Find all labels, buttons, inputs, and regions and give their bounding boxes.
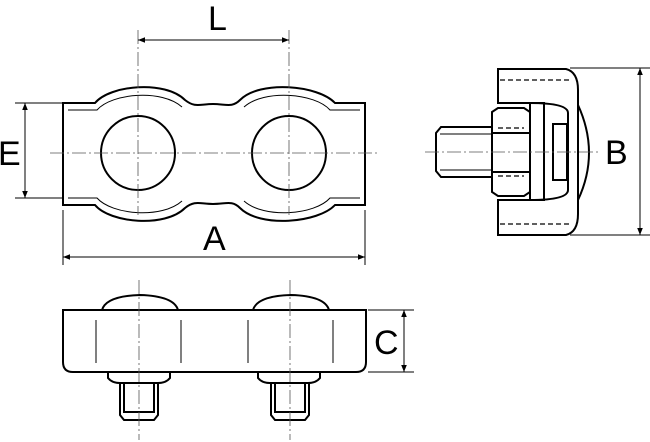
hex-nut (491, 107, 531, 197)
bolt-head-right (252, 293, 330, 311)
dimension-E-label: E (0, 135, 21, 173)
dimension-B-label: B (605, 134, 628, 172)
front-view: C (62, 280, 414, 440)
bolt-head (577, 104, 590, 201)
bolt-head-left (101, 293, 179, 311)
clamp-body-inner-line (68, 94, 360, 214)
dimension-C-label: C (374, 324, 399, 362)
dimension-A-label: A (203, 220, 226, 258)
top-view: L E A (0, 0, 380, 265)
side-view: B (425, 67, 650, 236)
clamp-body-outline (62, 86, 366, 222)
hidden-line (500, 79, 570, 225)
dimension-L-label: L (208, 0, 227, 38)
nut-right (257, 372, 321, 384)
clamp-body-front (62, 309, 367, 373)
nut-left (107, 372, 171, 384)
body-edge-lines (95, 320, 334, 363)
hidden-line (498, 127, 524, 177)
saddle-outline (497, 68, 579, 236)
washer (529, 102, 545, 201)
